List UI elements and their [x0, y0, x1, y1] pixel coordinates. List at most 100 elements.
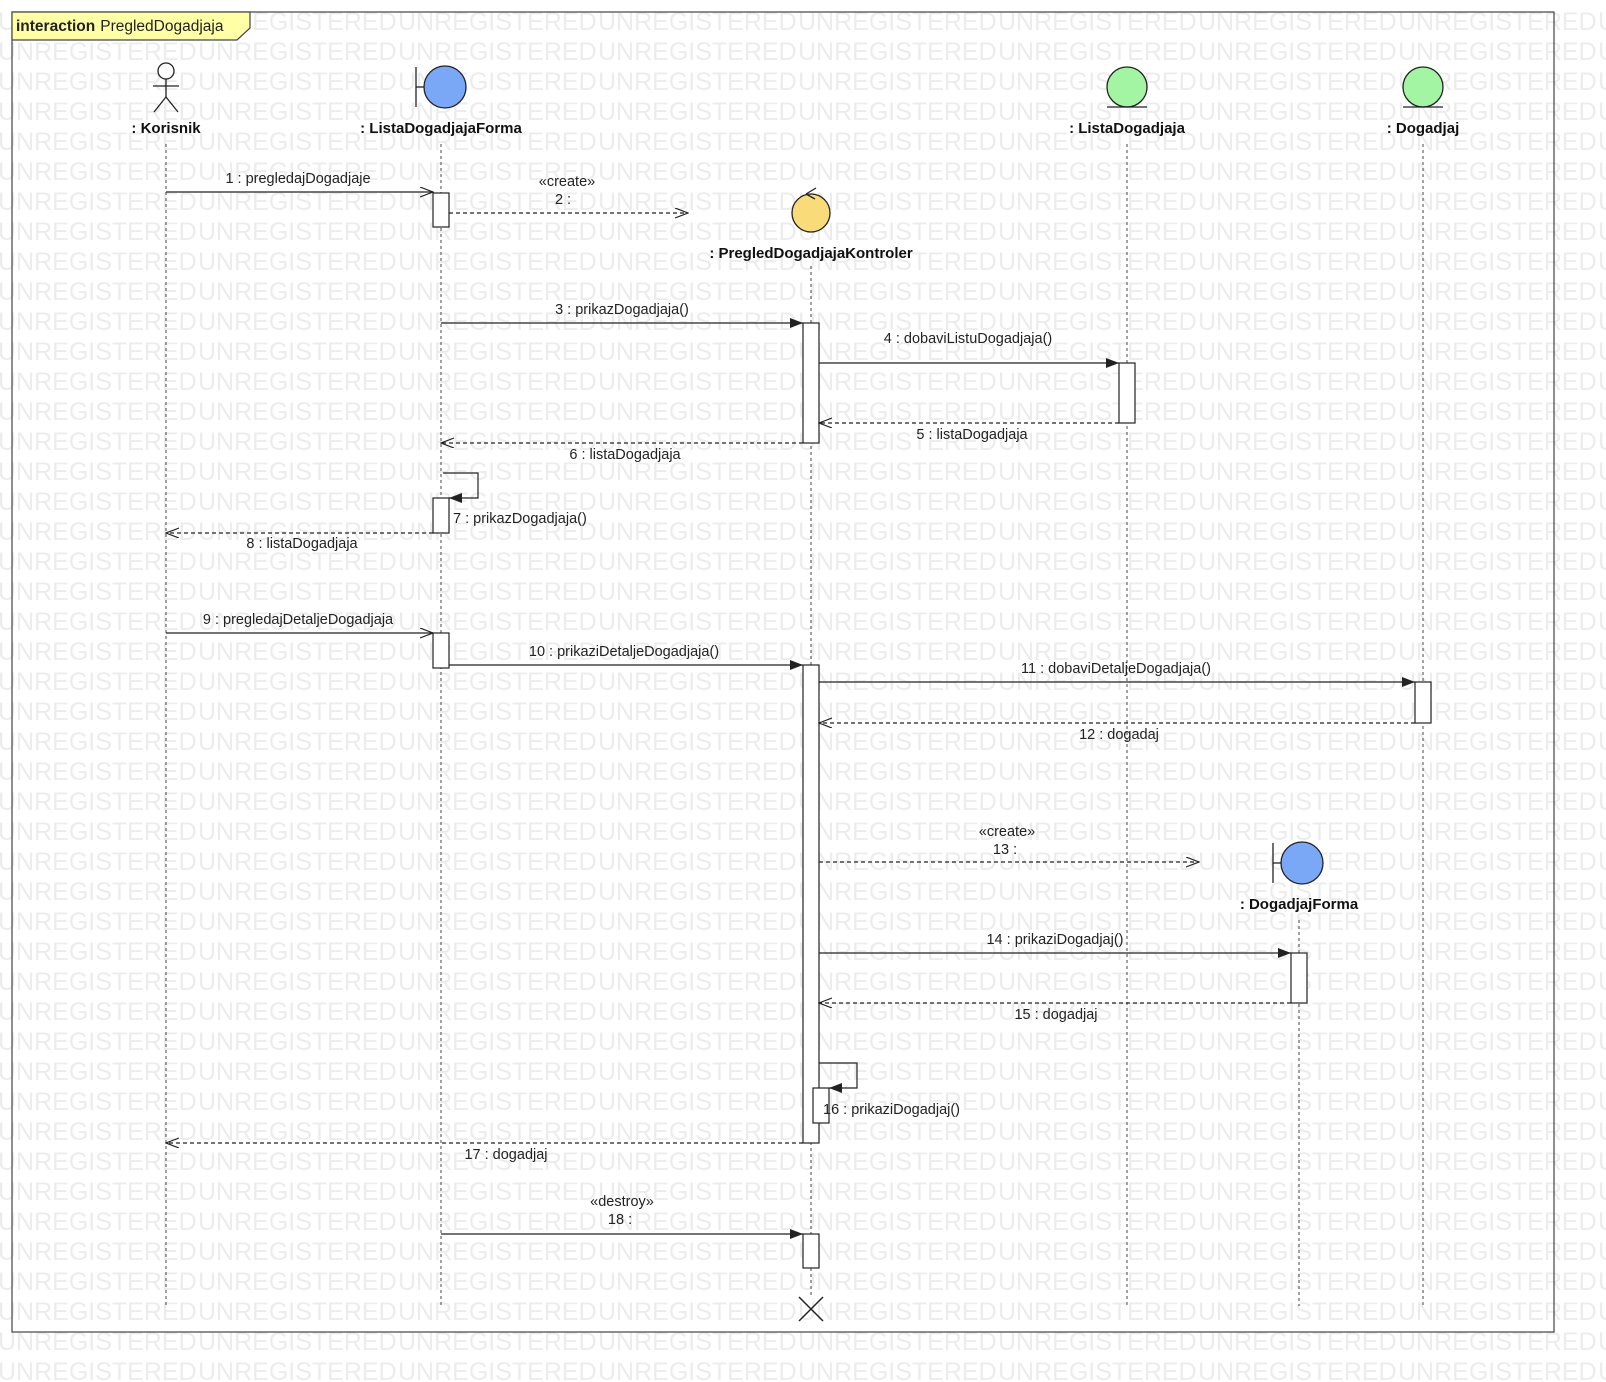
activation-bar: [432, 497, 450, 534]
message-stereotype: «create»: [539, 174, 595, 190]
message-label: 17 : dogadjaj: [464, 1147, 547, 1163]
watermark-text: UNREGISTEREDUNREGISTEREDUNREGISTEREDUNRE…: [0, 38, 1606, 66]
activation-bar: [1290, 952, 1308, 1004]
message-label: 13 :: [993, 842, 1017, 858]
watermark-text: UNREGISTEREDUNREGISTEREDUNREGISTEREDUNRE…: [0, 938, 1606, 966]
watermark-text: UNREGISTEREDUNREGISTEREDUNREGISTEREDUNRE…: [0, 518, 1606, 546]
messages: 1 : pregledajDogadjaje «create» 2 : 3 : …: [166, 171, 1415, 1239]
message-stereotype: «destroy»: [590, 1194, 654, 1210]
watermark-text: UNREGISTEREDUNREGISTEREDUNREGISTEREDUNRE…: [0, 1298, 1606, 1326]
frame-name: PregledDogadjaja: [100, 18, 224, 35]
frame-tab: [11, 11, 251, 41]
watermark-text: UNREGISTEREDUNREGISTEREDUNREGISTEREDUNRE…: [0, 428, 1606, 456]
message-label: 10 : prikaziDetaljeDogadjaja(): [529, 644, 719, 660]
watermark-text: UNREGISTEREDUNREGISTEREDUNREGISTEREDUNRE…: [0, 758, 1606, 786]
watermark-text: UNREGISTEREDUNREGISTEREDUNREGISTEREDUNRE…: [0, 1088, 1606, 1116]
activations: [432, 192, 1432, 1269]
boundary-icon: [415, 65, 467, 109]
watermark-text: UNREGISTEREDUNREGISTEREDUNREGISTEREDUNRE…: [0, 488, 1606, 516]
participant-name: : DogadjajForma: [1240, 896, 1359, 913]
message-label: 1 : pregledajDogadjaje: [225, 171, 370, 187]
activation-bar: [432, 632, 450, 669]
activation-bar: [432, 192, 450, 228]
message-label: 14 : prikaziDogadjaj(): [986, 932, 1123, 948]
watermark: UNREGISTEREDUNREGISTEREDUNREGISTEREDUNRE…: [0, 8, 1606, 1382]
watermark-text: UNREGISTEREDUNREGISTEREDUNREGISTEREDUNRE…: [0, 158, 1606, 186]
participant-korisnik[interactable]: : Korisnik: [131, 62, 201, 137]
message-label: 5 : listaDogadjaja: [916, 427, 1028, 443]
self-message-arrow: [819, 1062, 858, 1093]
watermark-text: UNREGISTEREDUNREGISTEREDUNREGISTEREDUNRE…: [0, 1238, 1606, 1266]
watermark-text: UNREGISTEREDUNREGISTEREDUNREGISTEREDUNRE…: [0, 788, 1606, 816]
activation-bar: [1414, 681, 1432, 724]
message-label: 8 : listaDogadjaja: [246, 536, 358, 552]
activation-bar: [802, 1233, 820, 1269]
participant-kontroler[interactable]: : PregledDogadjajaKontroler: [709, 187, 913, 262]
watermark-text: UNREGISTEREDUNREGISTEREDUNREGISTEREDUNRE…: [0, 1028, 1606, 1056]
watermark-text: UNREGISTEREDUNREGISTEREDUNREGISTEREDUNRE…: [0, 278, 1606, 306]
watermark-text: UNREGISTEREDUNREGISTEREDUNREGISTEREDUNRE…: [0, 1148, 1606, 1176]
message-label: 11 : dobaviDetaljeDogadjaja(): [1021, 661, 1211, 677]
watermark-text: UNREGISTEREDUNREGISTEREDUNREGISTEREDUNRE…: [0, 1118, 1606, 1146]
message-label: 4 : dobaviListuDogadjaja(): [884, 331, 1052, 347]
message-label: 3 : prikazDogadjaja(): [555, 302, 689, 318]
participant-name: : ListaDogadjajaForma: [360, 120, 522, 137]
watermark-text: UNREGISTEREDUNREGISTEREDUNREGISTEREDUNRE…: [0, 578, 1606, 606]
watermark-text: UNREGISTEREDUNREGISTEREDUNREGISTEREDUNRE…: [0, 848, 1606, 876]
watermark-text: UNREGISTEREDUNREGISTEREDUNREGISTEREDUNRE…: [0, 458, 1606, 486]
watermark-text: UNREGISTEREDUNREGISTEREDUNREGISTEREDUNRE…: [0, 638, 1606, 666]
watermark-text: UNREGISTEREDUNREGISTEREDUNREGISTEREDUNRE…: [0, 308, 1606, 336]
watermark-text: UNREGISTEREDUNREGISTEREDUNREGISTEREDUNRE…: [0, 368, 1606, 396]
activation-bar: [802, 664, 820, 1144]
entity-icon: [1106, 66, 1148, 108]
interaction-frame: interaction PregledDogadjaja: [11, 11, 1555, 1333]
participant-lista-forma[interactable]: : ListaDogadjajaForma: [360, 65, 523, 137]
frame-title: interaction PregledDogadjaja: [16, 18, 224, 35]
watermark-text: UNREGISTEREDUNREGISTEREDUNREGISTEREDUNRE…: [0, 1058, 1606, 1086]
watermark-text: UNREGISTEREDUNREGISTEREDUNREGISTEREDUNRE…: [0, 998, 1606, 1026]
participant-name: : ListaDogadjaja: [1069, 120, 1186, 137]
message-stereotype: «create»: [979, 824, 1035, 840]
participant-dogadjaj-forma[interactable]: : DogadjajForma: [1240, 841, 1359, 913]
control-icon: [791, 187, 831, 233]
activation-bar: [812, 1087, 830, 1124]
message-label: 2 :: [555, 192, 571, 208]
watermark-text: UNREGISTEREDUNREGISTEREDUNREGISTEREDUNRE…: [0, 608, 1606, 636]
watermark-text: UNREGISTEREDUNREGISTEREDUNREGISTEREDUNRE…: [0, 668, 1606, 696]
watermark-text: UNREGISTEREDUNREGISTEREDUNREGISTEREDUNRE…: [0, 68, 1606, 96]
watermark-text: UNREGISTEREDUNREGISTEREDUNREGISTEREDUNRE…: [0, 398, 1606, 426]
participant-lista[interactable]: : ListaDogadjaja: [1069, 66, 1186, 137]
watermark-text: UNREGISTEREDUNREGISTEREDUNREGISTEREDUNRE…: [0, 1328, 1606, 1356]
watermark-text: UNREGISTEREDUNREGISTEREDUNREGISTEREDUNRE…: [0, 1208, 1606, 1236]
watermark-text: UNREGISTEREDUNREGISTEREDUNREGISTEREDUNRE…: [0, 728, 1606, 756]
self-message-arrow: [443, 472, 479, 503]
entity-icon: [1402, 66, 1444, 108]
message-label: 12 : dogadaj: [1079, 727, 1159, 743]
watermark-text: UNREGISTEREDUNREGISTEREDUNREGISTEREDUNRE…: [0, 548, 1606, 576]
message-label: 15 : dogadjaj: [1014, 1007, 1097, 1023]
participant-dogadjaj[interactable]: : Dogadjaj: [1387, 66, 1460, 137]
watermark-text: UNREGISTEREDUNREGISTEREDUNREGISTEREDUNRE…: [0, 818, 1606, 846]
participant-name: : PregledDogadjajaKontroler: [709, 245, 913, 262]
message-label: 6 : listaDogadjaja: [569, 447, 681, 463]
watermark-text: UNREGISTEREDUNREGISTEREDUNREGISTEREDUNRE…: [0, 338, 1606, 366]
watermark-text: UNREGISTEREDUNREGISTEREDUNREGISTEREDUNRE…: [0, 8, 1606, 36]
watermark-text: UNREGISTEREDUNREGISTEREDUNREGISTEREDUNRE…: [0, 188, 1606, 216]
watermark-text: UNREGISTEREDUNREGISTEREDUNREGISTEREDUNRE…: [0, 128, 1606, 156]
destroy-mark-icon: [798, 1296, 824, 1322]
frame-kind: interaction: [16, 18, 95, 35]
watermark-text: UNREGISTEREDUNREGISTEREDUNREGISTEREDUNRE…: [0, 908, 1606, 936]
watermark-text: UNREGISTEREDUNREGISTEREDUNREGISTEREDUNRE…: [0, 98, 1606, 126]
watermark-text: UNREGISTEREDUNREGISTEREDUNREGISTEREDUNRE…: [0, 1358, 1606, 1382]
message-label: 18 :: [608, 1212, 632, 1228]
participant-name: : Korisnik: [131, 120, 201, 137]
watermark-text: UNREGISTEREDUNREGISTEREDUNREGISTEREDUNRE…: [0, 1178, 1606, 1206]
actor-icon: [153, 62, 179, 113]
activation-bar: [802, 322, 820, 444]
watermark-text: UNREGISTEREDUNREGISTEREDUNREGISTEREDUNRE…: [0, 218, 1606, 246]
activation-bar: [1118, 362, 1136, 424]
boundary-icon: [1272, 841, 1324, 885]
participant-name: : Dogadjaj: [1387, 120, 1460, 137]
watermark-text: UNREGISTEREDUNREGISTEREDUNREGISTEREDUNRE…: [0, 1268, 1606, 1296]
